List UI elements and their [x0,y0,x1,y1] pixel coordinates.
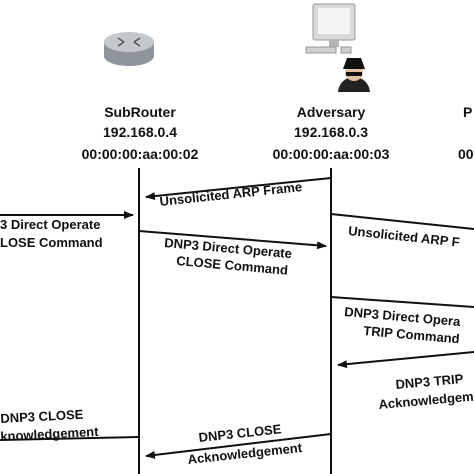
arrow-ack-left [0,436,140,441]
adversary-ip: 192.168.0.3 [294,124,368,140]
arrow-arp-2 [330,213,474,230]
adversary-mac: 00:00:00:aa:00:03 [272,146,390,162]
adversary-computer-icon [305,3,370,92]
arrow-dnp-close [138,230,327,250]
arrow-arp-1 [145,177,332,201]
subrouter-name: SubRouter [104,104,176,120]
subrouter-mac: 00:00:00:aa:00:02 [81,146,199,162]
third-entity-name: P [463,104,473,120]
arrow-trip-ack [337,351,474,369]
third-entity-mac: 00 [458,146,474,162]
arrow-ack-mid [145,433,332,459]
arrow-dnp-trip [330,296,474,308]
msg-left-in-line2: LOSE Command [0,235,103,250]
msg-left-in-line1: 3 Direct Operate [0,217,101,232]
subrouter-ip: 192.168.0.4 [103,124,177,140]
adversary-name: Adversary [296,104,366,120]
router-icon [104,32,154,66]
